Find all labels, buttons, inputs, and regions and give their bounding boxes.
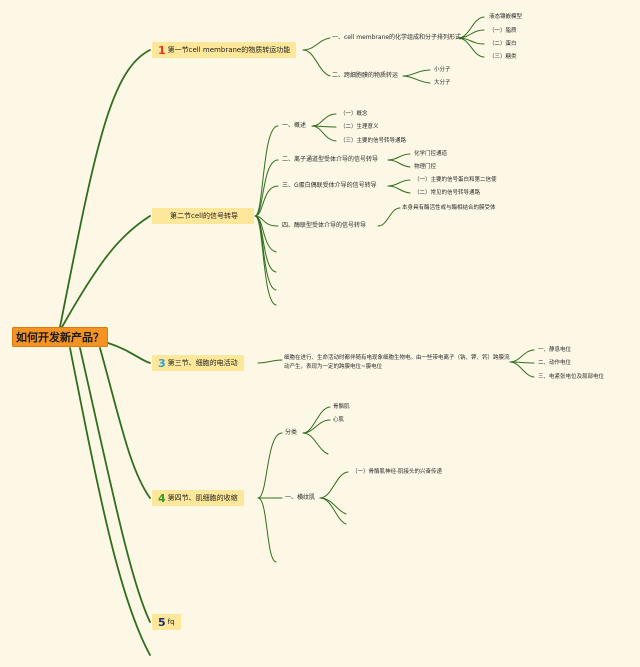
node-3-1-2[interactable]: 二、动作电位 xyxy=(538,360,572,366)
node-3-1[interactable]: 细胞在进行、生命活动时都伴随有电现象细胞生物电。由一些带电离子（钠、钾、钙）跨膜… xyxy=(284,355,510,370)
topic-5-label: fq xyxy=(167,618,175,626)
node-3-1-1[interactable]: 一、静息电位 xyxy=(538,347,572,353)
node-2-2-1[interactable]: 化学门控通道 xyxy=(414,151,448,157)
node-1-1-2[interactable]: （一）脂质 xyxy=(489,28,517,34)
topic-2[interactable]: 第二节cell的信号转导 xyxy=(152,208,254,224)
topic-3-number: 3 xyxy=(158,356,166,370)
node-1-2-1[interactable]: 小分子 xyxy=(434,67,451,73)
topic-5[interactable]: 5 fq xyxy=(152,614,181,630)
node-1-1[interactable]: 一、cell membrane的化学组成和分子排列形式 xyxy=(332,34,462,41)
node-4-1-2[interactable]: 心肌 xyxy=(333,417,345,423)
node-1-2-2[interactable]: 大分子 xyxy=(434,80,451,86)
node-2-4[interactable]: 四、酶联型受体介导的信号转导 xyxy=(282,222,367,229)
node-2-1-1[interactable]: （一）概念 xyxy=(340,111,368,117)
node-2-3-1[interactable]: （一）主要的信号蛋白和第二信使 xyxy=(414,177,497,183)
node-2-1[interactable]: 一、概述 xyxy=(282,122,307,129)
topic-3-label: 第三节、细胞的电活动 xyxy=(167,359,238,367)
topic-3[interactable]: 3 第三节、细胞的电活动 xyxy=(152,355,244,371)
node-1-1-3[interactable]: （二）蛋白 xyxy=(489,41,517,47)
node-2-3-2[interactable]: （二）常见的信号转导通路 xyxy=(414,190,481,196)
topic-4-number: 4 xyxy=(158,491,166,505)
node-2-2[interactable]: 二、离子通道型受体介导的信号转导 xyxy=(282,156,379,163)
node-3-1-3[interactable]: 三、电紧张电位及局部电位 xyxy=(538,374,605,380)
topic-1-label: 第一节cell membrane的物质转运功能 xyxy=(167,46,291,54)
node-1-1-4[interactable]: （三）糖类 xyxy=(489,54,517,60)
node-4-1-1[interactable]: 骨骼肌 xyxy=(333,404,350,410)
node-1-2[interactable]: 二、跨细胞膜的物质转运 xyxy=(332,72,399,79)
node-4-1[interactable]: 分类 xyxy=(285,429,298,436)
node-2-3[interactable]: 三、G蛋白偶联受体介导的信号转导 xyxy=(282,182,377,189)
node-4-2[interactable]: 一、横纹肌 xyxy=(285,494,316,501)
node-1-1-1[interactable]: 液态镶嵌模型 xyxy=(489,14,523,20)
node-2-2-2[interactable]: 物理门控 xyxy=(414,164,437,170)
topic-4-label: 第四节、肌细胞的收缩 xyxy=(167,494,238,502)
node-2-1-3[interactable]: （三）主要的信号转导通路 xyxy=(340,138,407,144)
node-2-1-2[interactable]: （二）生理意义 xyxy=(340,124,379,130)
root-node[interactable]: 如何开发新产品？ xyxy=(12,327,108,347)
topic-2-label: 第二节cell的信号转导 xyxy=(170,212,239,220)
topic-1-number: 1 xyxy=(158,43,166,57)
topic-4[interactable]: 4 第四节、肌细胞的收缩 xyxy=(152,490,244,506)
topic-1[interactable]: 1 第一节cell membrane的物质转运功能 xyxy=(152,42,297,58)
topic-5-number: 5 xyxy=(158,615,166,629)
node-2-4-1[interactable]: 本身具有酶活性或与酶相结合的膜受体 xyxy=(402,205,496,211)
node-4-2-1[interactable]: （一）骨骼肌神经-肌接头的兴奋传递 xyxy=(352,469,442,475)
